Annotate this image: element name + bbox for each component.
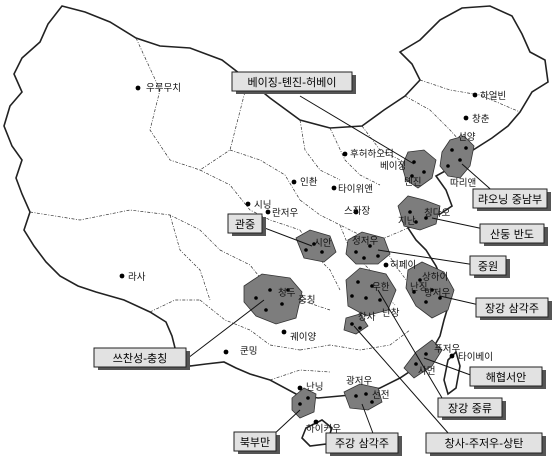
dot-urumqi xyxy=(135,85,141,91)
blob-strait xyxy=(403,339,443,379)
region-label-jingjinji: 베이징-톈진-허베이 xyxy=(231,71,356,94)
blob-shandong xyxy=(397,195,441,231)
satellite-city-dots xyxy=(254,146,468,406)
major-city-dots xyxy=(119,85,478,425)
city-label: 상하이 xyxy=(422,271,448,283)
dot-taipei xyxy=(449,353,455,359)
city-label: 스좌장 xyxy=(344,206,370,217)
city-label: 창춘 xyxy=(472,114,490,125)
region-label-text: 창사-주저우-상탄 xyxy=(445,437,524,450)
city-label: 항저우 xyxy=(424,288,450,299)
region-label-changzhutan: 창사-주저우-상탄 xyxy=(425,432,546,456)
region-label-text: 산둥 반도 xyxy=(490,228,534,241)
city-label: 시닝 xyxy=(254,200,271,211)
china-mainland-outline xyxy=(3,5,549,399)
city-label: 쿤밍 xyxy=(240,346,257,357)
region-label-text: 주강 삼각주 xyxy=(335,437,389,450)
city-label: 하얼빈 xyxy=(480,90,506,102)
city-label: 타이베이 xyxy=(458,352,493,363)
region-label-text: 쓰찬성-충칭 xyxy=(113,351,168,365)
city-label: 푸저우 xyxy=(434,344,460,355)
leader-lines xyxy=(187,95,506,443)
region-label-text: 장강 중류 xyxy=(448,402,492,415)
city-label: 선양 xyxy=(458,132,476,143)
region-label-beibu: 북부만 xyxy=(233,431,280,454)
region-label-text: 해협서안 xyxy=(486,370,526,384)
region-label-shandong: 산둥 반도 xyxy=(479,223,548,246)
region-label-chengyu: 쓰찬성-충칭 xyxy=(93,347,190,370)
city-label: 허페이 xyxy=(390,260,416,271)
city-label: 충칭 xyxy=(298,295,315,306)
city-label: 따리앤 xyxy=(450,178,476,189)
blob-changzhutan xyxy=(343,313,369,335)
city-label: 베이징 xyxy=(380,161,406,172)
region-label-pearl-delta: 주강 삼각주 xyxy=(325,432,402,456)
city-label: 광저우 xyxy=(346,375,372,387)
dot-taiyuan xyxy=(331,185,337,191)
region-label-text: 랴오닝 중남부 xyxy=(478,193,542,206)
city-label: 우루무치 xyxy=(146,82,181,94)
city-label: 난닝 xyxy=(306,382,323,393)
taiwan-outline xyxy=(443,350,461,396)
dot-changchun xyxy=(463,115,469,121)
city-label: 시안 xyxy=(314,238,332,249)
city-label: 인촨 xyxy=(300,177,318,188)
dot-xining xyxy=(245,201,251,207)
dot-harbin xyxy=(472,92,478,98)
city-label: 난창 xyxy=(382,308,400,319)
region-label-text: 중원 xyxy=(478,260,498,273)
blob-beibu xyxy=(291,387,317,419)
blob-yangtze-delta xyxy=(405,261,455,319)
blob-guanzhong xyxy=(295,229,337,263)
region-label-yangtze-mid: 장강 중류 xyxy=(437,397,506,420)
region-label-guanzhong: 관중 xyxy=(227,213,266,236)
dot-lanzhou xyxy=(265,209,271,215)
city-label: 궤이양 xyxy=(290,332,316,343)
city-label: 칭다오 xyxy=(424,208,450,219)
agglomeration-areas xyxy=(243,135,475,419)
region-label-zhongyuan: 중원 xyxy=(469,255,510,278)
blob-yangtze-mid xyxy=(345,267,397,317)
city-label: 청두 xyxy=(278,288,296,299)
region-label-yangtze-delta: 장강 삼각주 xyxy=(475,297,552,320)
dot-lhasa xyxy=(119,273,125,279)
dot-hohhot xyxy=(342,151,348,157)
region-label-text: 북부만 xyxy=(240,436,270,449)
city-label: 톈진 xyxy=(404,177,421,188)
dot-yinchuan xyxy=(291,179,297,185)
city-label: 타이위앤 xyxy=(338,183,373,195)
city-label: 라사 xyxy=(128,272,146,283)
city-label: 란저우 xyxy=(272,207,298,219)
city-label: 선전 xyxy=(372,390,389,401)
city-label: 지난 xyxy=(398,216,416,227)
city-label: 후허하오터 xyxy=(350,148,394,160)
city-label: 난징 xyxy=(410,282,427,293)
city-label: 우한 xyxy=(372,282,390,293)
region-label-text: 베이징-톈진-허베이 xyxy=(248,76,337,89)
blob-chengyu xyxy=(243,273,303,325)
city-labels: 우루무치 하얼빈 창춘 선양 따리앤 후허하오터 베이징 톈진 인촨 타이위앤 … xyxy=(128,82,506,435)
region-label-text: 장강 삼각주 xyxy=(485,302,539,315)
region-label-strait: 해협서안 xyxy=(469,366,546,389)
dot-haikou xyxy=(313,419,319,425)
region-label-text: 관중 xyxy=(235,218,255,231)
city-label: 창사 xyxy=(358,312,376,323)
dot-guiyang xyxy=(281,329,287,335)
dot-shijiazhuang xyxy=(353,209,359,215)
dot-kunming xyxy=(223,349,229,355)
region-label-liaoning: 랴오닝 중남부 xyxy=(472,188,551,211)
city-label: 하이커우 xyxy=(306,423,341,435)
city-label: 정저우 xyxy=(352,236,378,247)
blob-jingjinji xyxy=(401,149,437,189)
dot-hefei xyxy=(383,262,389,268)
dot-nanning xyxy=(297,385,303,391)
